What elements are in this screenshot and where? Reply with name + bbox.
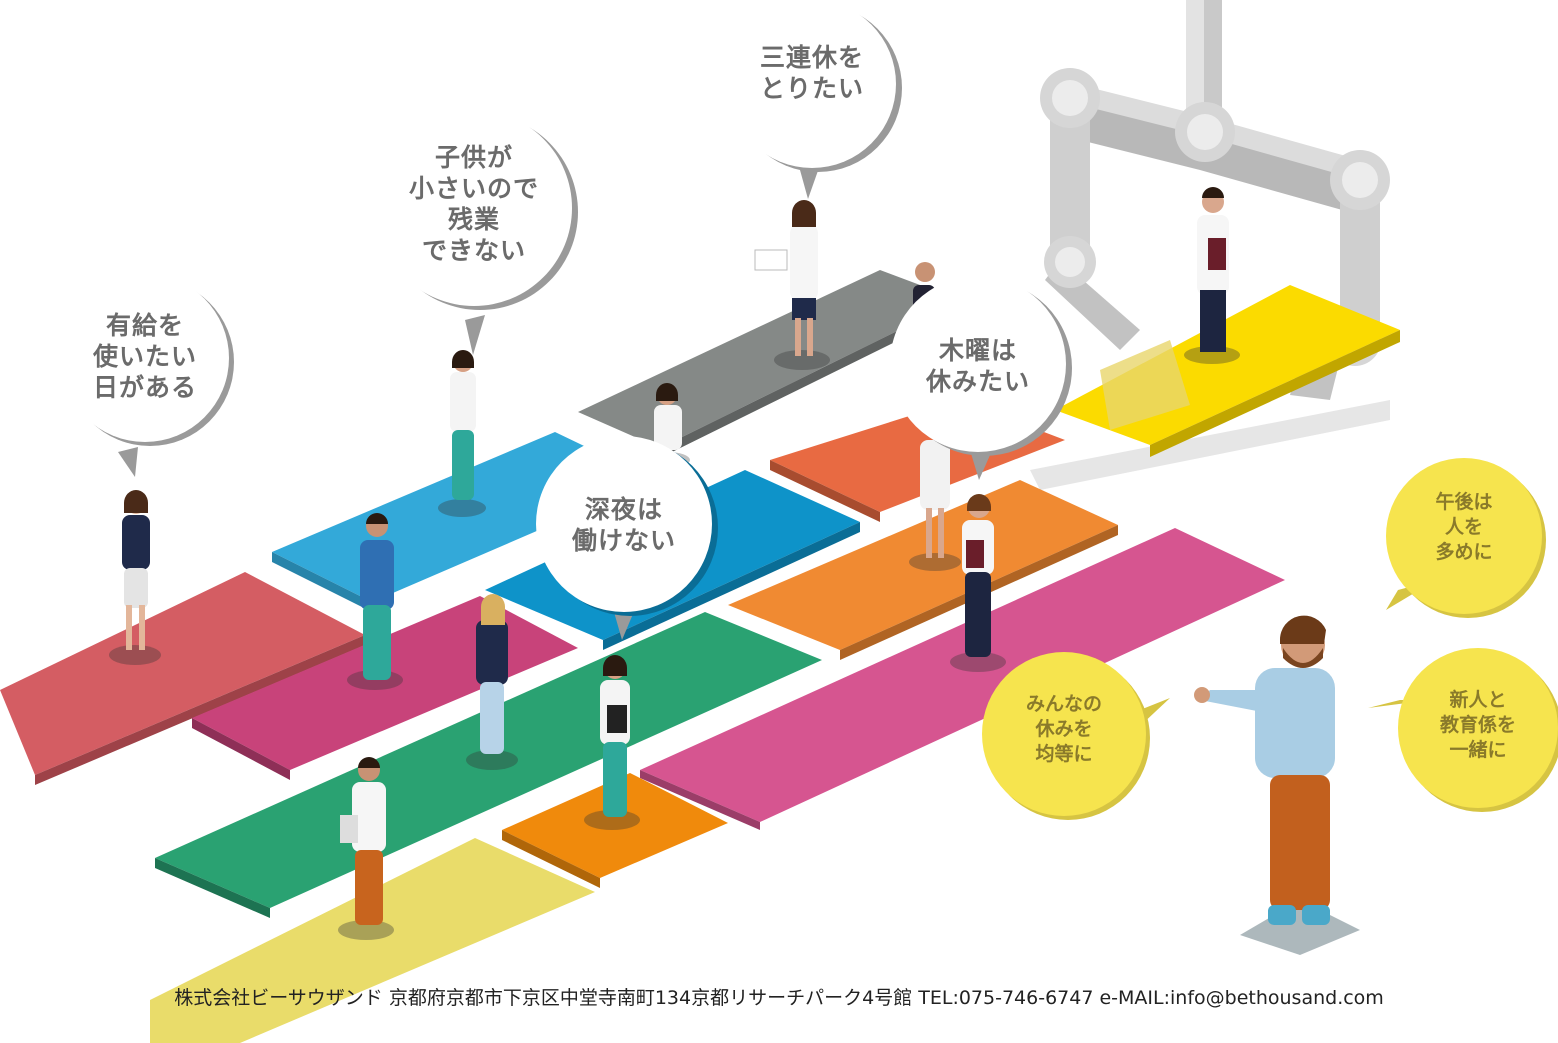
bubble-text-afternoon-staff: 午後は 人を 多めに: [1435, 491, 1493, 563]
person-manager-pointing: [1194, 615, 1335, 925]
person-woman-papers: [754, 200, 830, 370]
tile-light-yellow: [150, 838, 595, 1043]
tile-amber: [502, 773, 728, 888]
floor-shadow: [1240, 900, 1360, 955]
bubble-rookie-mentor: [1368, 648, 1558, 812]
bubble-text-paid-leave: 有給を 使いたい 日がある: [92, 311, 197, 402]
tile-yellow: [1055, 285, 1400, 457]
person-doctor-folder: [1184, 187, 1240, 364]
person-man-blue: [347, 513, 403, 690]
bubble-three-day-weekend: [728, 0, 902, 199]
bubble-paid-leave: [61, 274, 234, 477]
bubble-text-three-day-weekend: 三連休を とりたい: [759, 43, 864, 103]
bubble-text-equal-holidays: みんなの 休みを 均等に: [1025, 693, 1102, 765]
bubble-text-rookie-mentor: 新人と 教育係を 一緒に: [1439, 689, 1516, 761]
bubble-text-thursday-off: 木曜は 休みたい: [925, 336, 1030, 396]
robot-arm: [1030, 0, 1390, 490]
person-woman-folder: [950, 494, 1006, 672]
bubble-afternoon-staff: [1386, 458, 1546, 618]
tile-red: [0, 572, 365, 785]
person-walking-green: [584, 655, 640, 830]
person-woman-clipboard: [109, 490, 161, 665]
bubble-text-small-children: 子供が 小さいので 残業 できない: [408, 143, 539, 265]
tile-gray: [578, 270, 960, 458]
tile-pink: [640, 528, 1285, 830]
bubble-text-no-late-night: 深夜は 働けない: [571, 495, 676, 555]
person-man-tablet: [338, 757, 394, 940]
tile-green: [155, 612, 822, 918]
bubble-thursday-off: [890, 276, 1072, 480]
person-woman-blonde: [466, 594, 518, 770]
bubble-small-children: [376, 110, 578, 355]
bubble-equal-holidays: [982, 652, 1170, 820]
bubble-no-late-night: [536, 436, 718, 640]
company-footer: 株式会社ビーサウザンド 京都府京都市下京区中堂寺南町134京都リサーチパーク4号…: [174, 987, 1384, 1009]
person-walking-teal: [438, 350, 486, 517]
